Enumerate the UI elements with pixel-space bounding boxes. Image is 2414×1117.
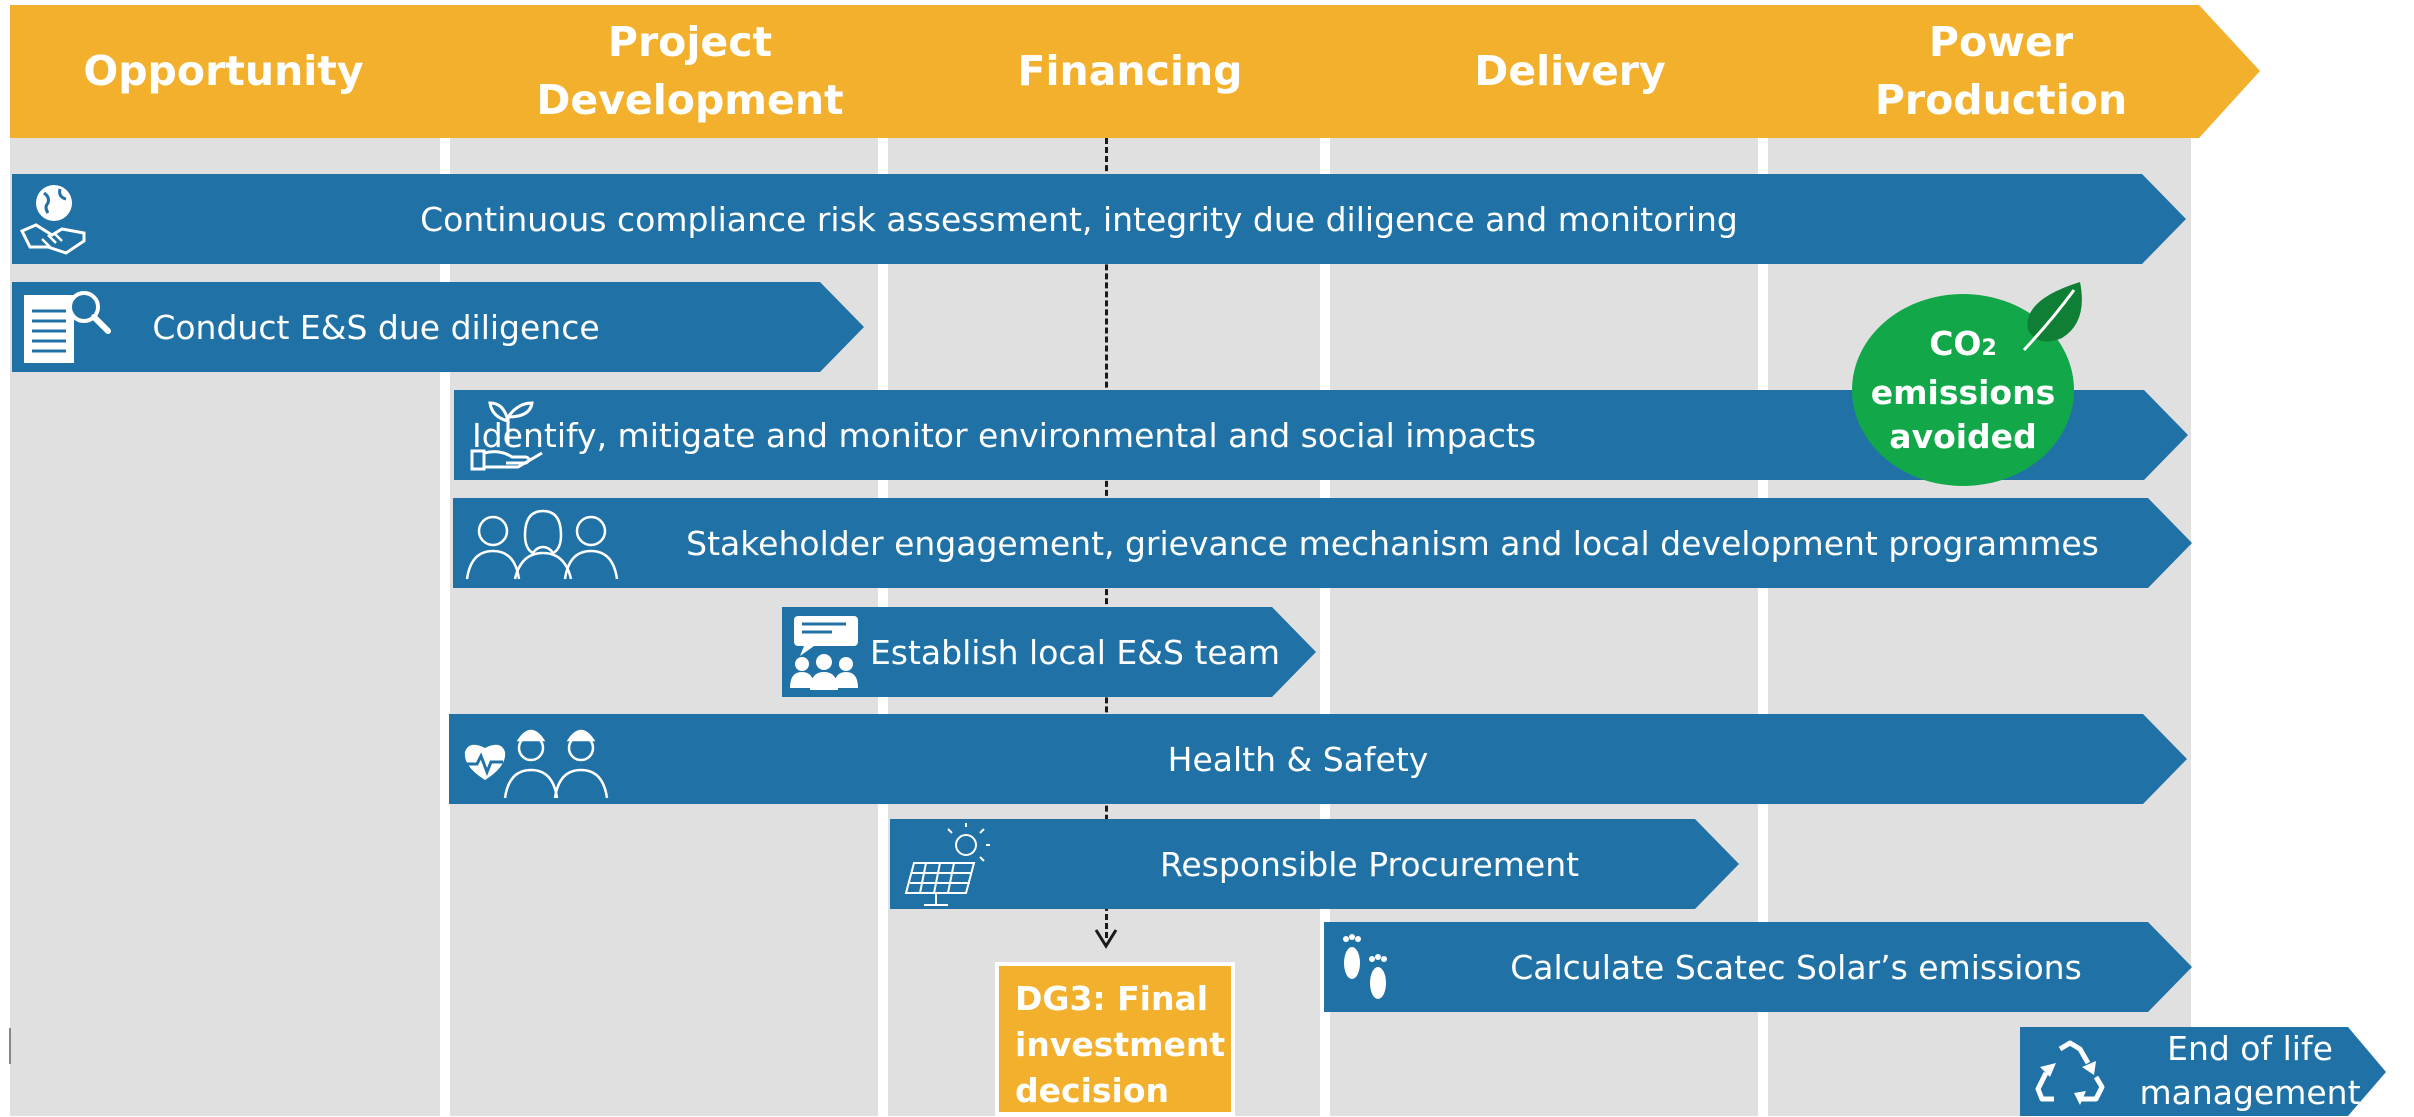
activity-label: Establish local E&S team <box>869 632 1281 672</box>
phase-label: Financing <box>1017 46 1243 95</box>
activity-responsible-procurement: Responsible Procurement <box>890 819 1739 909</box>
milestone-arrowhead <box>1094 929 1118 949</box>
co2-subscript: 2 <box>1981 335 1997 361</box>
phase-opportunity: Opportunity <box>10 5 507 138</box>
activity-end-of-life: End of life management <box>2020 1027 2386 1116</box>
activity-label: Continuous compliance risk assessment, i… <box>420 199 1738 239</box>
co2-line1: CO2 <box>1852 322 2074 371</box>
phase-label: Opportunity <box>83 46 364 95</box>
activity-es-due-diligence: Conduct E&S due diligence <box>12 282 864 372</box>
phase-label: Delivery <box>1474 46 1666 95</box>
solar-panel-icon <box>900 819 992 909</box>
leaf-icon <box>2022 282 2082 352</box>
activity-local-es-team: Establish local E&S team <box>782 607 1316 697</box>
co2-text: CO <box>1929 323 1982 363</box>
phase-project-development: Project Development <box>445 5 950 138</box>
activity-label: Health & Safety <box>1167 739 1429 779</box>
phase-financing: Financing <box>885 5 1390 138</box>
seedling-hand-icon <box>468 390 548 480</box>
activity-label: Calculate Scatec Solar’s emissions <box>1510 947 2082 987</box>
activity-health-safety: Health & Safety <box>449 714 2187 804</box>
phase-label: Power Production <box>1874 18 2128 124</box>
activity-label: Stakeholder engagement, grievance mechan… <box>686 523 2099 563</box>
activity-label: Identify, mitigate and monitor environme… <box>472 415 1537 455</box>
co2-line2: emissions <box>1870 372 2056 412</box>
activity-label: Conduct E&S due diligence <box>152 307 600 347</box>
activity-label: Responsible Procurement <box>1159 844 1580 884</box>
people-group-icon <box>463 498 623 588</box>
phase-label: Project Development <box>536 18 844 124</box>
co2-line3: avoided <box>1889 416 2037 456</box>
footprints-icon <box>1334 922 1398 1012</box>
phase-delivery: Delivery <box>1325 5 1830 138</box>
activity-compliance-risk: Continuous compliance risk assessment, i… <box>12 174 2186 264</box>
activity-stakeholder-engagement: Stakeholder engagement, grievance mechan… <box>453 498 2192 588</box>
document-magnifier-icon <box>18 282 114 372</box>
activity-scatec-emissions: Calculate Scatec Solar’s emissions <box>1324 922 2192 1012</box>
milestone-dg3: DG3: Final investment decision <box>995 962 1235 1116</box>
phase-power-production: Power Production <box>1762 5 2260 138</box>
team-speech-icon <box>786 607 862 697</box>
activity-label: End of life management <box>2139 1029 2361 1112</box>
edge-mark <box>9 1028 11 1064</box>
heart-helmet-workers-icon <box>463 714 619 804</box>
recycle-icon <box>2034 1037 2106 1116</box>
globe-handshake-icon <box>16 174 92 264</box>
